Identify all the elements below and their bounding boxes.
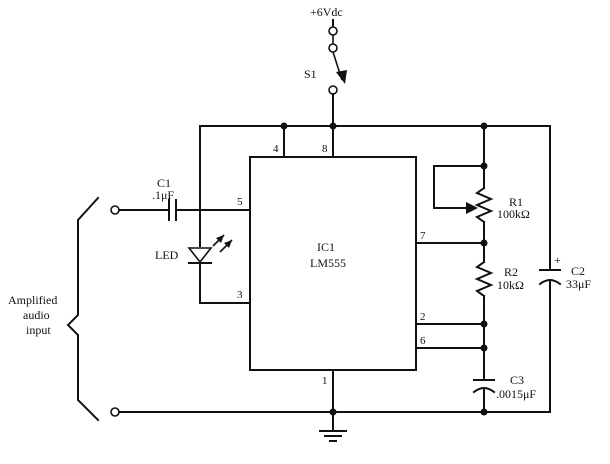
r2-resistor	[474, 260, 494, 298]
r1-wiper-wire	[433, 165, 485, 209]
pin4-label: 4	[273, 143, 279, 155]
junction-dot	[480, 239, 488, 247]
c2-ref: C2	[571, 264, 585, 278]
pin6-label: 6	[420, 335, 426, 347]
ic1-ref: IC1	[317, 240, 335, 254]
led-label: LED	[155, 248, 179, 262]
pin8-label: 8	[322, 143, 328, 155]
c1-ref: C1	[157, 176, 171, 190]
switch-arrow-icon	[336, 70, 347, 84]
r1-ref: R1	[509, 195, 523, 209]
c1-value: .1μF	[152, 188, 174, 202]
switch-contact-mid	[328, 43, 338, 53]
c3-value: .0015μF	[496, 387, 536, 401]
input-terminal-bottom	[110, 407, 120, 417]
c2-polarity: +	[554, 253, 561, 267]
input-label-line2: audio	[23, 308, 50, 322]
switch-contact-bottom	[328, 85, 338, 95]
r1-resistor	[474, 186, 494, 224]
junction-dot	[480, 344, 488, 352]
ic1-part: LM555	[310, 256, 346, 270]
input-label-line3: input	[26, 323, 51, 337]
supply-voltage-label: +6Vdc	[310, 5, 343, 19]
r2-ref: R2	[504, 265, 518, 279]
ground-icon	[319, 430, 347, 442]
pin3-label: 3	[237, 289, 243, 301]
c3-ref: C3	[510, 373, 524, 387]
pin2-label: 2	[420, 311, 426, 323]
input-label-line1: Amplified	[8, 293, 57, 307]
pin7-label: 7	[420, 230, 426, 242]
r2-value: 10kΩ	[497, 278, 524, 292]
input-terminal-top	[110, 205, 120, 215]
input-brace	[66, 196, 100, 422]
led-icon	[187, 234, 233, 264]
junction-dot	[329, 408, 337, 416]
switch-label: S1	[304, 67, 317, 81]
junction-dot	[480, 408, 488, 416]
pin1-label: 1	[322, 375, 328, 387]
switch-contact-top	[328, 26, 338, 36]
junction-dot	[480, 162, 488, 170]
junction-dot	[480, 320, 488, 328]
r1-value: 100kΩ	[497, 207, 530, 221]
r1-wiper-arrow-icon	[466, 202, 478, 214]
pin5-label: 5	[237, 196, 243, 208]
switch-s1	[328, 19, 347, 95]
c2-value: 33μF	[566, 277, 591, 291]
